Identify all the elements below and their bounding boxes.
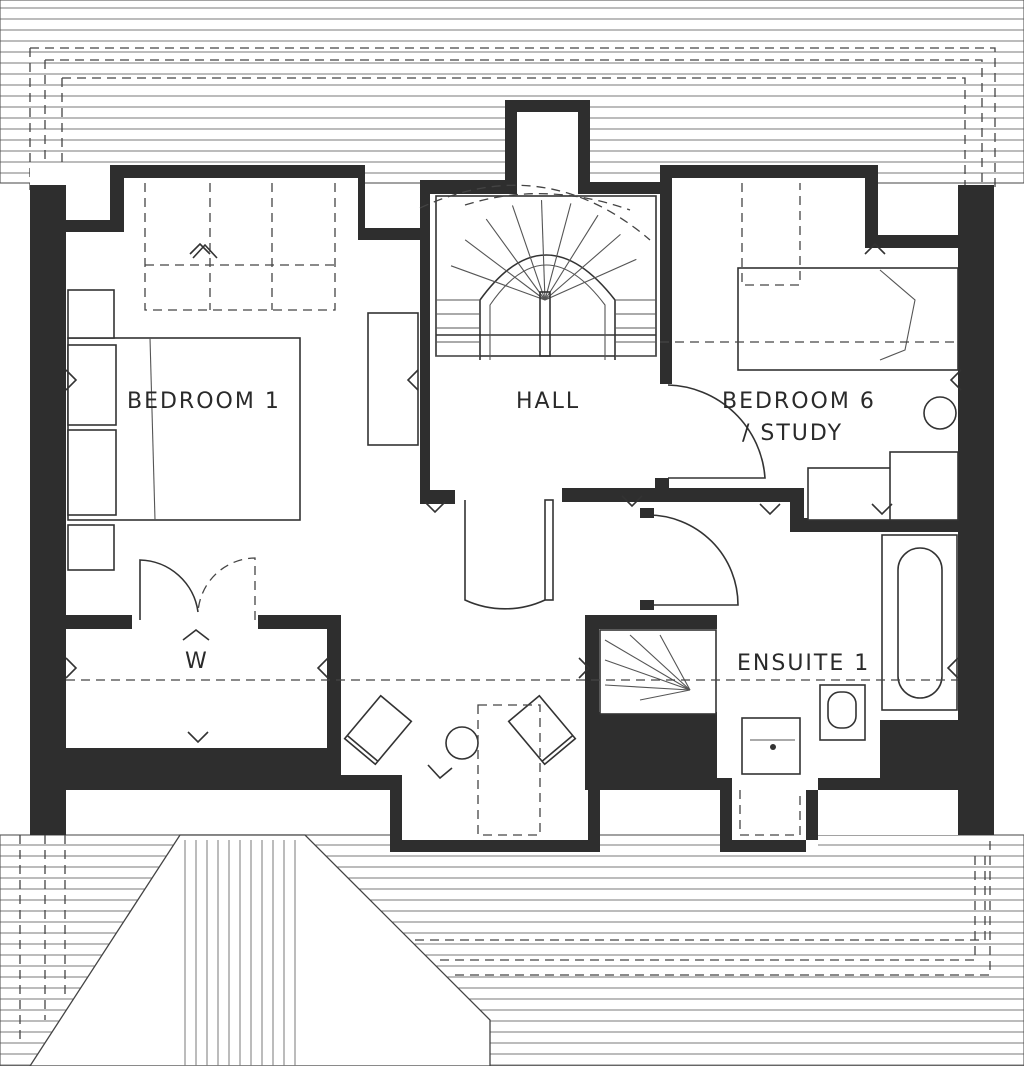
room-label-hall: HALL [516,389,580,414]
window-chevron [949,369,962,391]
doors [139,384,766,620]
shower-tray-line [629,634,691,691]
room-label-bedroom-6: BEDROOM 6 [722,389,876,414]
window-chevron [621,495,643,508]
shower-tray-line [604,659,691,691]
landing-furniture [66,679,958,836]
room-label-wardrobe: W [185,649,209,674]
shower-tray-line [659,634,691,691]
window-chevron [187,731,209,744]
walls [30,100,994,852]
room-label-bedroom-1: BEDROOM 1 [127,389,281,414]
window-chevron [316,657,329,679]
stair-tread [544,214,599,301]
stair-tread [450,265,546,301]
room-label-ensuite-1: ENSUITE 1 [737,651,870,676]
staircase [419,184,657,360]
shower-tray-line [604,684,691,691]
roof-bottom [0,834,1024,1066]
window-chevron [759,503,781,516]
stair-tread [540,200,546,301]
window-chevron [864,242,886,255]
stair-tread [544,258,637,301]
window-markers [65,242,962,744]
shower-tray-line [639,689,691,701]
window-chevron [424,501,446,514]
stair-tread [544,203,572,301]
window-chevron [578,657,591,679]
bedroom1-furniture [67,183,419,571]
window-chevron [65,369,78,391]
room-label-study: / STUDY [742,421,843,446]
stair-tread [485,218,546,301]
ensuite-fixtures [599,534,958,836]
window-chevron [189,242,211,255]
stair-tread [544,233,621,301]
window-chevron [946,657,959,679]
window-chevron [871,503,893,516]
stair-tread [464,239,546,301]
window-chevron [406,369,419,391]
bedroom6-furniture [660,183,959,521]
stair-tread [511,205,546,301]
window-chevron [65,657,78,679]
shower-tray-line [604,639,691,691]
